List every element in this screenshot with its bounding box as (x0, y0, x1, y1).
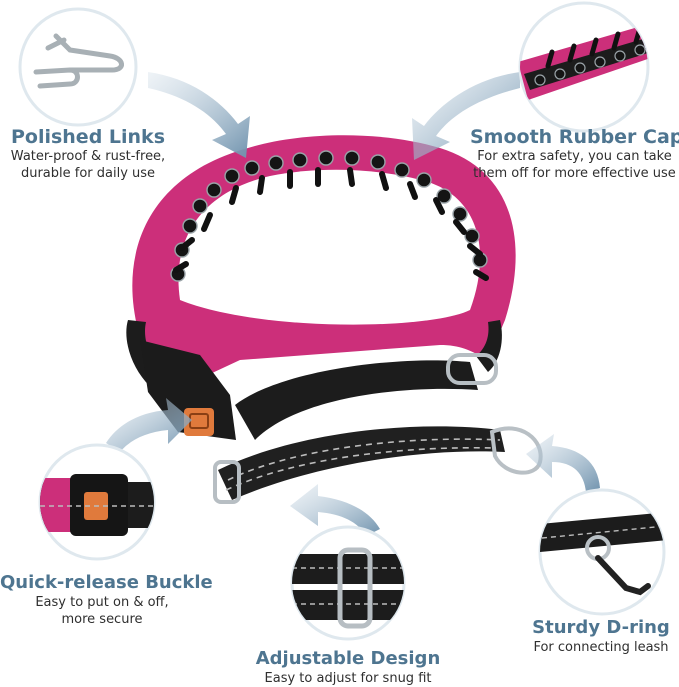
inset-rubber-caps (518, 1, 650, 133)
inset-d-ring (538, 488, 666, 616)
feature-desc: Easy to put on & off, (35, 595, 169, 610)
feature-desc: For extra safety, you can take (477, 149, 672, 164)
feature-title: Sturdy D-ring (532, 617, 670, 638)
martingale-strap (235, 360, 478, 440)
feature-buckle: Quick-release Buckle Easy to put on & of… (0, 572, 213, 628)
feature-desc: Easy to adjust for snug fit (264, 671, 432, 686)
feature-title: Smooth Rubber Caps (470, 126, 679, 148)
inset-buckle (38, 443, 156, 561)
feature-desc: durable for daily use (20, 166, 156, 181)
feature-desc: For connecting leash (533, 640, 669, 655)
slider-ring (213, 460, 241, 504)
feature-rubber-caps: Smooth Rubber Caps For extra safety, you… (470, 126, 679, 182)
feature-d-ring: Sturdy D-ring For connecting leash (528, 617, 674, 656)
inset-adjustable (290, 525, 406, 641)
callout-arrows (106, 72, 600, 536)
feature-desc: them off for more effective use (473, 166, 676, 181)
feature-polished-links: Polished Links Water-proof & rust-free, … (0, 126, 176, 182)
feature-title: Polished Links (10, 126, 166, 148)
feature-adjustable: Adjustable Design Easy to adjust for snu… (252, 648, 444, 687)
inset-polished-links (18, 7, 138, 127)
feature-desc: more secure (61, 612, 143, 627)
feature-title: Quick-release Buckle (0, 572, 213, 593)
feature-desc: Water-proof & rust-free, (10, 149, 166, 164)
prong-links (170, 150, 488, 282)
buckle (140, 340, 236, 440)
collar (126, 135, 543, 504)
feature-title: Adjustable Design (255, 648, 441, 669)
